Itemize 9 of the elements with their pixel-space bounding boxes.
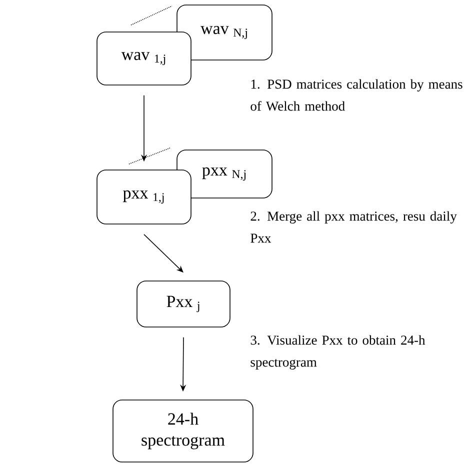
process-box: wav $_{1,j}$: [96, 32, 192, 86]
process-box: 24-h spectrogram: [112, 400, 254, 462]
process-box: pxx $_{N,j}$: [176, 150, 272, 198]
step-note: 3. Visualize Pxx to obtain 24-h spectrogram: [250, 335, 426, 370]
step-note: 1. PSD matrices calculation by means of Welch method: [250, 79, 462, 111]
process-box: wav $_{N,j}$: [176, 4, 272, 60]
process-box: pxx $_{1,j}$: [96, 170, 192, 224]
step-note: 2. Merge all pxx matrices, resu daily Pxx: [250, 211, 457, 243]
process-box: Pxx $_{j}$: [136, 280, 230, 328]
